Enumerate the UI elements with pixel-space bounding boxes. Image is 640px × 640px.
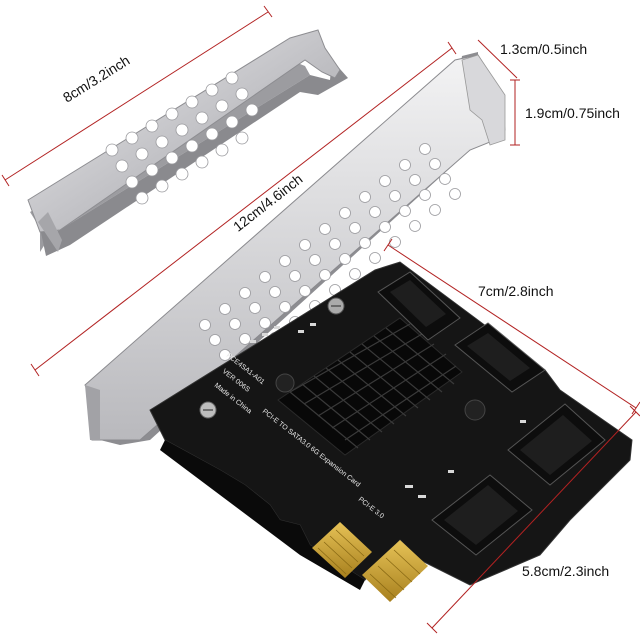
low-profile-bracket bbox=[27, 29, 348, 256]
tab-width-dimension-line bbox=[477, 39, 518, 79]
sata-port-4 bbox=[431, 474, 533, 556]
card-height-dimension-line bbox=[426, 405, 640, 634]
bracket-tab-width-label: 1.3cm/0.5inch bbox=[500, 41, 588, 57]
bracket-vent-holes-small bbox=[105, 71, 259, 205]
bracket-tab-height-label: 1.9cm/0.75inch bbox=[525, 105, 620, 121]
card-length-label: 7cm/2.8inch bbox=[478, 283, 554, 299]
large-bracket-dimension-line bbox=[30, 41, 457, 377]
small-bracket-dimension-line bbox=[1, 5, 273, 187]
pcie-gold-fingers bbox=[312, 522, 428, 602]
heatsink bbox=[277, 317, 463, 456]
sata-port-2 bbox=[454, 322, 546, 393]
card-length-dimension-line bbox=[383, 238, 640, 415]
sata-port-1 bbox=[377, 271, 461, 341]
tab-height-dimension-line bbox=[510, 79, 520, 146]
card-height-label: 5.8cm/2.3inch bbox=[522, 563, 610, 579]
sata-port-3 bbox=[507, 403, 606, 486]
